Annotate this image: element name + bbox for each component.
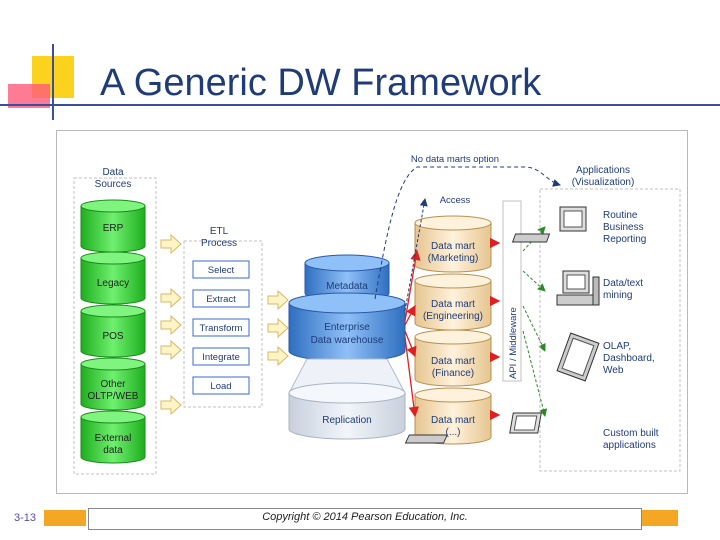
etl-step-load-label: Load [210, 381, 231, 392]
data-mart-engineering: Data mart (Engineering) [414, 273, 492, 331]
data-mart-other: Data mart (...) [414, 387, 492, 445]
app-reporting-label-2: Business [603, 222, 644, 233]
mart-finance-label-1: Data mart [431, 356, 475, 367]
mart-other-label-2: (...) [446, 427, 461, 438]
data-mining-app: Data/text mining [556, 270, 643, 306]
mart-marketing-label-2: (Marketing) [428, 253, 479, 264]
source-other-label-2: OLTP/WEB [88, 391, 139, 402]
data-mart-finance: Data mart (Finance) [414, 329, 492, 387]
etl-warehouse-arrows [267, 289, 289, 367]
page-number: 3-13 [14, 512, 37, 524]
data-sources-panel [73, 177, 157, 475]
source-etl-arrows [160, 233, 182, 416]
copyright-text: Copyright © 2014 Pearson Education, Inc. [262, 511, 468, 523]
mart-other-label-1: Data mart [431, 415, 475, 426]
title-underline [0, 104, 720, 106]
app-olap-label-3: Web [603, 365, 624, 376]
footer-orange-right [642, 510, 678, 526]
source-other-oltp: Other OLTP/WEB [80, 357, 146, 411]
etl-step-extract-label: Extract [206, 294, 236, 305]
olap-dashboard-app: OLAP, Dashboard, Web [556, 332, 655, 382]
footer-bar: Copyright © 2014 Pearson Education, Inc. [88, 508, 642, 530]
etl-step-extract: Extract [192, 289, 250, 308]
access-arrows [404, 198, 428, 312]
app-olap-label-1: OLAP, [603, 341, 631, 352]
replication-label: Replication [322, 415, 371, 426]
workstation-icon [556, 270, 600, 306]
etl-panel [183, 240, 263, 408]
source-erp: ERP [80, 199, 146, 253]
source-other-label-1: Other [100, 379, 126, 390]
no-data-marts-label: No data marts option [411, 154, 499, 165]
source-external-data: External data [80, 410, 146, 464]
replication-cylinder: Replication [288, 358, 406, 440]
etl-step-select: Select [192, 260, 250, 279]
no-marts-arrow [374, 166, 561, 300]
edw-label-1: Enterprise [324, 322, 370, 333]
etl-step-select-label: Select [208, 265, 235, 276]
app-reporting-label-3: Reporting [603, 234, 646, 245]
source-external-label-2: data [103, 445, 123, 456]
data-sources-title-2: Sources [95, 179, 132, 190]
applications-title-1: Applications [576, 165, 630, 176]
middleware-bar [502, 200, 522, 382]
etl-step-load: Load [192, 376, 250, 395]
access-label: Access [440, 195, 471, 206]
etl-step-integrate: Integrate [192, 347, 250, 366]
app-custom-label-2: applications [603, 440, 656, 451]
mart-middleware-arrows [489, 237, 501, 421]
source-external-label-1: External [95, 433, 132, 444]
app-reporting-label-1: Routine [603, 210, 638, 221]
custom-apps: Custom built applications [404, 412, 659, 451]
etl-step-transform-label: Transform [200, 323, 243, 334]
desktop-computer-icon [511, 206, 587, 243]
data-mart-marketing: Data mart (Marketing) [414, 215, 492, 273]
footer-orange-left [44, 510, 86, 526]
etl-title-2: Process [201, 238, 237, 249]
etl-step-transform: Transform [192, 318, 250, 337]
app-custom-label-1: Custom built [603, 428, 659, 439]
source-legacy-label: Legacy [97, 278, 129, 289]
laptop-icon [404, 412, 542, 444]
metadata-cylinder: Metadata [304, 254, 390, 302]
source-erp-label: ERP [103, 223, 124, 234]
mart-engineering-label-1: Data mart [431, 299, 475, 310]
edw-mart-arrows [404, 249, 421, 418]
source-pos-label: POS [102, 331, 123, 342]
app-mining-label-2: mining [603, 290, 632, 301]
source-legacy: Legacy [80, 251, 146, 305]
source-pos: POS [80, 304, 146, 358]
slide-decoration [0, 44, 720, 120]
middleware-label: API / Middleware [508, 307, 519, 379]
diagram-canvas: Data Sources ERP Legacy POS Other OLTP/W… [73, 154, 681, 475]
app-mining-label-1: Data/text [603, 278, 643, 289]
edw-label-2: Data warehouse [311, 335, 384, 346]
mart-engineering-label-2: (Engineering) [423, 311, 483, 322]
dw-framework-diagram: Data Sources ERP Legacy POS Other OLTP/W… [56, 130, 688, 494]
mart-finance-label-2: (Finance) [432, 368, 474, 379]
decor-vertical-line [52, 44, 54, 120]
etl-title-1: ETL [210, 226, 229, 237]
applications-panel [539, 188, 681, 472]
data-sources-title-1: Data [102, 167, 124, 178]
routine-reporting-app: Routine Business Reporting [511, 206, 646, 245]
metadata-label: Metadata [326, 281, 368, 292]
tablet-icon [556, 332, 600, 382]
enterprise-dw-cylinder: Enterprise Data warehouse [288, 292, 406, 362]
etl-step-integrate-label: Integrate [202, 352, 240, 363]
app-olap-label-2: Dashboard, [603, 353, 655, 364]
slide-title: A Generic DW Framework [100, 62, 542, 104]
mart-marketing-label-1: Data mart [431, 241, 475, 252]
applications-title-2: (Visualization) [572, 177, 635, 188]
